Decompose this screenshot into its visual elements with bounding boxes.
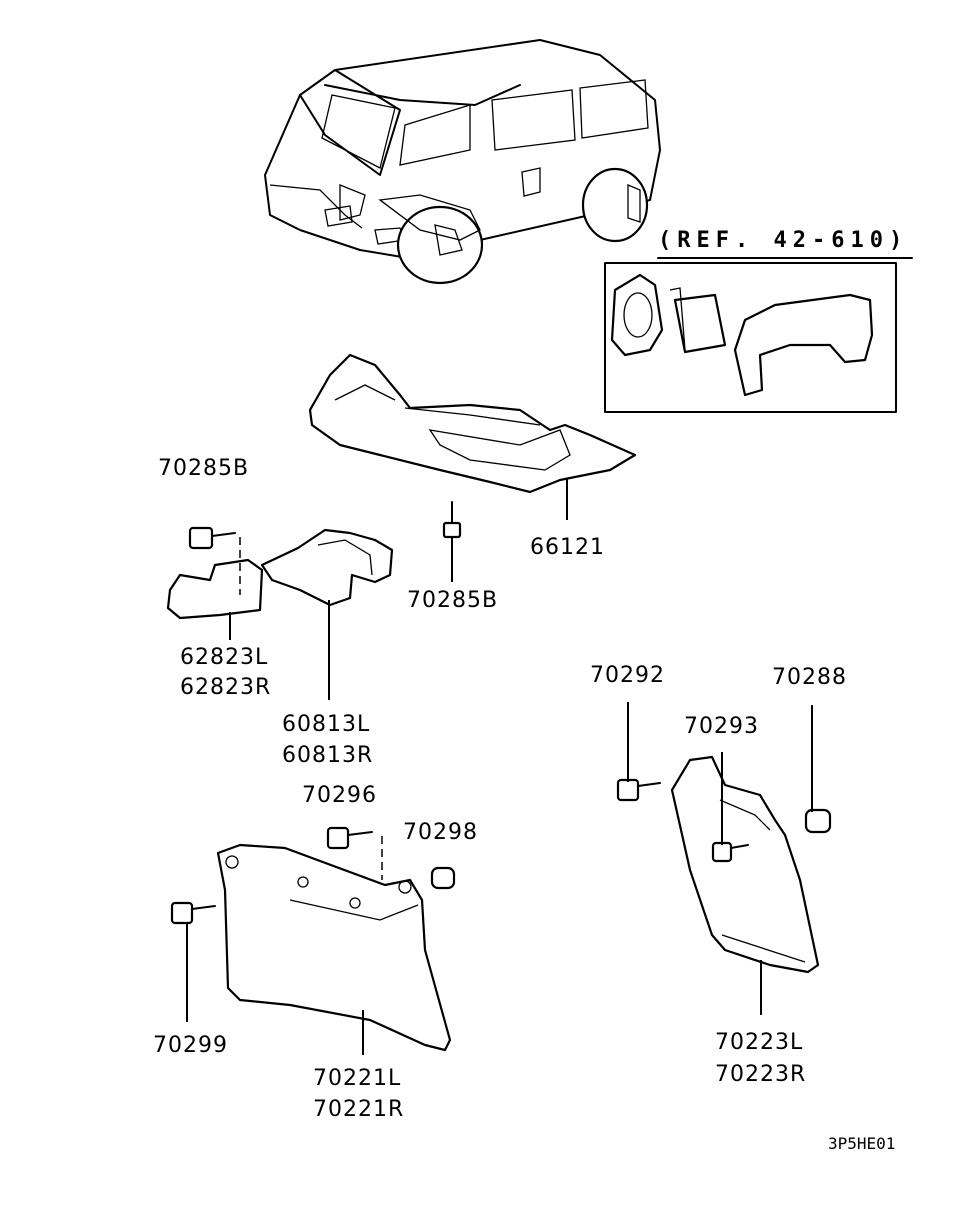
clip-70288 [804, 808, 832, 834]
part-label-66121[interactable]: 66121 [530, 535, 605, 560]
reference-inset-box [604, 257, 913, 413]
mud-flap-front [216, 843, 452, 1052]
part-label-70223r[interactable]: 70223R [715, 1062, 807, 1087]
part-label-60813r[interactable]: 60813R [282, 743, 374, 768]
part-label-70223l[interactable]: 70223L [715, 1030, 804, 1055]
part-label-62823r[interactable]: 62823R [180, 675, 272, 700]
bracket-parts [166, 528, 394, 620]
bolt-70285b-left [188, 526, 236, 550]
part-label-60813l[interactable]: 60813L [282, 712, 371, 737]
part-label-70221r[interactable]: 70221R [313, 1097, 405, 1122]
part-label-70299[interactable]: 70299 [153, 1033, 228, 1058]
part-label-70292[interactable]: 70292 [590, 663, 665, 688]
part-label-70285b-center[interactable]: 70285B [407, 588, 499, 613]
under-cover-part [308, 353, 637, 494]
bolt-70292 [616, 778, 661, 802]
clip-70298 [430, 866, 456, 890]
van-illustration [264, 39, 661, 285]
part-label-70288[interactable]: 70288 [772, 665, 847, 690]
bolt-70285b-center [442, 501, 462, 539]
drawing-code: 3P5HE01 [828, 1134, 896, 1153]
mud-flap-rear [670, 755, 820, 974]
part-label-62823l[interactable]: 62823L [180, 645, 269, 670]
part-label-70298[interactable]: 70298 [403, 820, 478, 845]
part-label-70285b-left[interactable]: 70285B [158, 456, 250, 481]
bolt-70296 [326, 826, 373, 850]
reference-label: (REF. 42-610) [658, 228, 909, 253]
leader-lines [186, 478, 813, 1055]
bolt-70299 [170, 901, 216, 925]
part-label-70293[interactable]: 70293 [684, 714, 759, 739]
part-label-70221l[interactable]: 70221L [313, 1066, 402, 1091]
part-label-70296[interactable]: 70296 [302, 783, 377, 808]
